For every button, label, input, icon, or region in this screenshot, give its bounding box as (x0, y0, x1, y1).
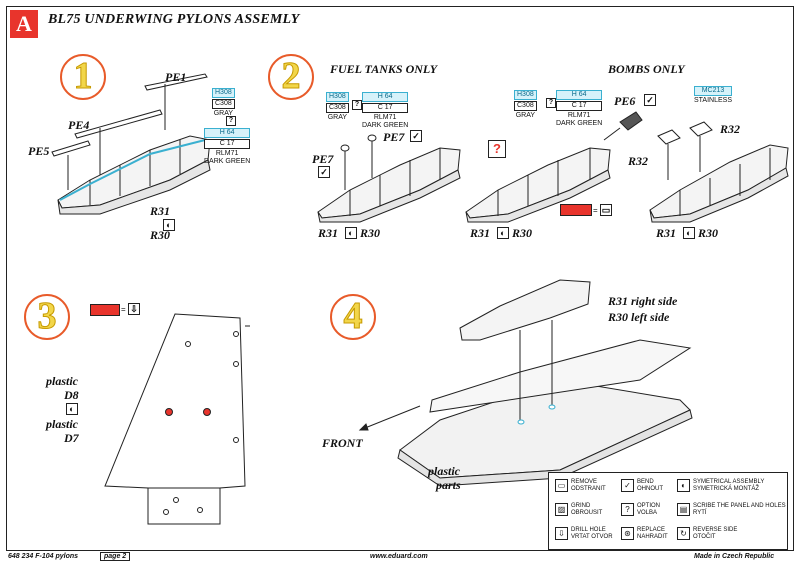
option-icon: ? (621, 503, 634, 516)
symmetry-icon: ◐ (683, 227, 695, 239)
part-r32-right: R32 (720, 122, 741, 136)
pylon-step2-bombs (465, 111, 789, 223)
step-1-marker: 1 (60, 54, 106, 100)
front-label: FRONT (322, 436, 363, 450)
footer-code: 648 234 F-104 pylons (8, 553, 79, 560)
part-pe6: PE6 (614, 94, 636, 108)
panel-step3 (104, 313, 250, 525)
bend-icon: ✓ (318, 166, 330, 178)
part-r30-bombs: R30 (512, 226, 533, 240)
option-icon: ? (226, 116, 236, 126)
part-pe5: PE5 (28, 144, 50, 158)
part-pe4: PE4 (68, 118, 90, 132)
step-3-marker: 3 (24, 294, 70, 340)
part-r31-bombs-2: R31 (656, 226, 677, 240)
remove-icon: ▭ (600, 204, 612, 216)
symmetry-icon: ◐ (163, 219, 175, 231)
pylon-step2 (317, 134, 461, 223)
bend-icon: ✓ (621, 479, 634, 492)
plastic-parts-label-1: plastic (428, 464, 460, 478)
step-4-marker: 4 (330, 294, 376, 340)
part-pe7-right: PE7 (383, 130, 405, 144)
scribe-icon: ▤ (677, 503, 690, 516)
bombs-heading: BOMBS ONLY (608, 62, 685, 76)
part-r30-bombs-2: R30 (698, 226, 719, 240)
reverse-icon: ↻ (677, 527, 690, 540)
plastic-label: plastic (46, 374, 78, 388)
plastic-label: plastic (46, 417, 78, 431)
replace-icon: ⊛ (621, 527, 634, 540)
drill-icon: ⇩ (128, 303, 140, 315)
part-pe1: PE1 (165, 70, 187, 84)
replace-color-swatch (560, 204, 592, 216)
grind-icon: ▨ (555, 503, 568, 516)
footer-site[interactable]: www.eduard.com (370, 553, 428, 560)
wing-step4 (358, 279, 693, 487)
equals-sign: = (593, 206, 598, 215)
r30-side-label: R30 left side (608, 310, 670, 324)
symmetry-icon: ◐ (66, 403, 78, 415)
drill-icon: ⇩ (555, 527, 568, 540)
plastic-parts-label-2: parts (436, 478, 461, 492)
equals-sign: = (121, 305, 126, 314)
symmetry-icon: ◐ (345, 227, 357, 239)
step-2-marker: 2 (268, 54, 314, 100)
page-title: BL75 UNDERWING PYLONS ASSEMLY (48, 12, 300, 27)
symmetry-icon: ◐ (497, 227, 509, 239)
part-r31-step1: R31 (150, 204, 171, 218)
page-frame (6, 6, 794, 551)
option-icon: ? (352, 100, 362, 110)
option-icon: ? (488, 140, 506, 158)
bend-icon: ✓ (644, 94, 656, 106)
section-badge: A (10, 10, 38, 38)
footer-made: Made in Czech Republic (694, 553, 775, 560)
part-r31-step2: R31 (318, 226, 339, 240)
remove-icon: ▭ (555, 479, 568, 492)
part-pe7-left: PE7 (312, 152, 334, 166)
part-d8: D8 (64, 388, 79, 402)
option-icon: ? (546, 98, 556, 108)
footer-page: page 2 (100, 552, 131, 561)
fuel-tanks-heading: FUEL TANKS ONLY (330, 62, 438, 76)
replace-color-swatch (90, 304, 120, 316)
part-d7: D7 (64, 431, 79, 445)
part-r30-step2: R30 (360, 226, 381, 240)
part-r32-left: R32 (628, 154, 649, 168)
part-r30-step1: R30 (150, 228, 171, 242)
bend-icon: ✓ (410, 130, 422, 142)
pylon-step1 (51, 73, 211, 215)
part-r31-bombs: R31 (470, 226, 491, 240)
symmetry-icon: ◐ (677, 479, 690, 492)
r31-side-label: R31 right side (608, 294, 678, 308)
